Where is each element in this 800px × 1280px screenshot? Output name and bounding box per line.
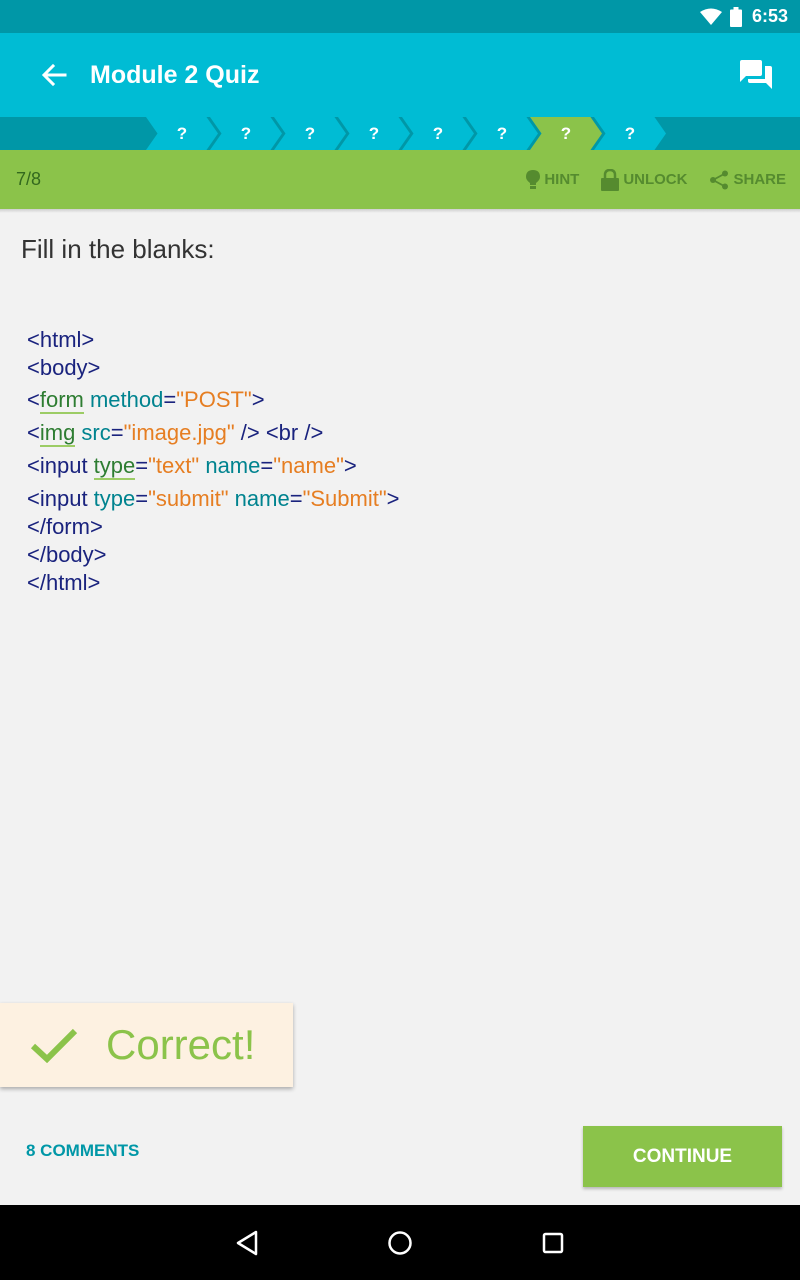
- back-button[interactable]: [30, 51, 78, 99]
- lock-icon: [601, 168, 620, 191]
- recents-square-icon: [543, 1232, 564, 1253]
- nav-recents-button[interactable]: [523, 1213, 583, 1273]
- progress-step-1[interactable]: ?: [146, 117, 218, 150]
- progress-step-5[interactable]: ?: [402, 117, 474, 150]
- page-title: Module 2 Quiz: [90, 60, 260, 89]
- nav-back-button[interactable]: [217, 1213, 277, 1273]
- status-clock: 6:53: [751, 6, 788, 26]
- discussion-button[interactable]: [732, 51, 780, 99]
- hint-button[interactable]: HINT: [526, 169, 579, 190]
- unlock-button[interactable]: UNLOCK: [601, 168, 687, 191]
- battery-icon: [729, 6, 742, 27]
- checkmark-icon: [30, 1028, 78, 1063]
- blank-field[interactable]: type: [93, 453, 136, 480]
- back-triangle-icon: [236, 1230, 257, 1255]
- app-bar: Module 2 Quiz: [0, 33, 800, 117]
- code-line: <img src="image.jpg" /> <br />: [27, 420, 324, 447]
- arrow-left-icon: [41, 63, 67, 87]
- code-line: </form>: [27, 514, 103, 539]
- question-counter: 7/8: [16, 169, 42, 189]
- question-toolbar: 7/8 HINT UNLOCK SHARE: [0, 150, 800, 209]
- feedback-message: Correct!: [106, 1021, 256, 1068]
- status-bar: 6:53: [0, 0, 800, 33]
- correct-feedback-banner: Correct!: [0, 1003, 293, 1087]
- code-line: </body>: [27, 542, 107, 567]
- wifi-icon: [699, 8, 722, 26]
- code-line: <html>: [27, 327, 95, 352]
- toolbar-shadow: [0, 209, 800, 213]
- nav-home-button[interactable]: [370, 1213, 430, 1273]
- progress-step-3[interactable]: ?: [274, 117, 346, 150]
- question-prompt: Fill in the blanks:: [21, 234, 215, 264]
- code-block: <html> <body> <form method="POST"> <img …: [27, 326, 400, 597]
- blank-field[interactable]: img: [39, 420, 76, 447]
- progress-step-8[interactable]: ?: [594, 117, 666, 150]
- code-line: <input type="submit" name="Submit">: [27, 486, 400, 511]
- comments-link[interactable]: 8 COMMENTS: [26, 1141, 140, 1160]
- continue-button[interactable]: CONTINUE: [583, 1126, 782, 1187]
- share-button[interactable]: SHARE: [709, 170, 786, 190]
- progress-step-2[interactable]: ?: [210, 117, 282, 150]
- chat-icon: [740, 60, 772, 89]
- progress-step-6[interactable]: ?: [466, 117, 538, 150]
- progress-step-4[interactable]: ?: [338, 117, 410, 150]
- code-line: </html>: [27, 570, 101, 595]
- home-circle-icon: [388, 1230, 412, 1255]
- question-progress-strip: ? ? ? ? ? ? ? ?: [0, 117, 800, 150]
- progress-step-7-current[interactable]: ?: [530, 117, 602, 150]
- system-nav-bar: [0, 1205, 800, 1280]
- code-line: <body>: [27, 355, 101, 380]
- code-line: <input type="text" name="name">: [27, 453, 357, 480]
- blank-field[interactable]: form: [39, 387, 84, 414]
- share-icon: [710, 170, 729, 189]
- code-line: <form method="POST">: [27, 387, 265, 414]
- lightbulb-icon: [526, 169, 541, 189]
